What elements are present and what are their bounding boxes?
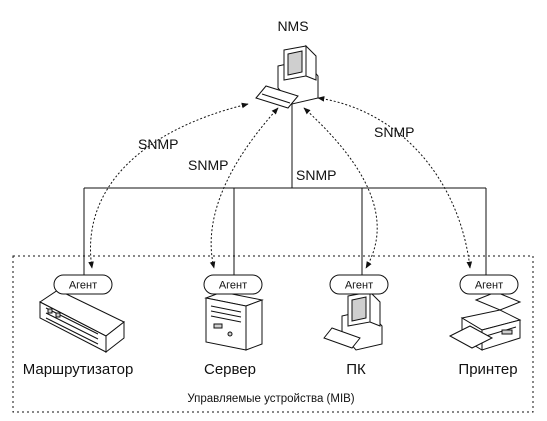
printer-agent-label: Агент bbox=[475, 280, 503, 292]
snmp-label-server: SNMP bbox=[188, 157, 228, 173]
printer-agent-badge bbox=[459, 274, 519, 295]
pc-icon bbox=[323, 290, 383, 351]
router-agent-label: Агент bbox=[69, 280, 97, 292]
managed-devices-caption: Управляемые устройства (MIB) bbox=[187, 393, 354, 405]
pc-agent-badge bbox=[329, 274, 389, 295]
snmp-label-router: SNMP bbox=[138, 136, 178, 152]
router-icon bbox=[39, 289, 125, 354]
server-agent-badge bbox=[203, 274, 263, 295]
printer-icon bbox=[448, 291, 522, 351]
server-icon bbox=[204, 291, 264, 351]
router-agent-badge bbox=[53, 274, 113, 295]
server-label: Сервер bbox=[204, 361, 256, 378]
snmp-label-pc: SNMP bbox=[296, 167, 336, 183]
printer-label: Принтер bbox=[458, 361, 517, 378]
network-backbone bbox=[83, 104, 487, 276]
managed-devices-group bbox=[12, 255, 534, 413]
nms-workstation-icon bbox=[255, 44, 319, 109]
router-label: Маршрутизатор bbox=[23, 361, 134, 378]
server-agent-label: Агент bbox=[219, 280, 247, 292]
pc-agent-label: Агент bbox=[345, 280, 373, 292]
snmp-label-printer: SNMP bbox=[374, 124, 414, 140]
snmp-exchange-arrows bbox=[88, 96, 473, 269]
pc-label: ПК bbox=[346, 361, 366, 378]
nms-label: NMS bbox=[277, 18, 308, 34]
